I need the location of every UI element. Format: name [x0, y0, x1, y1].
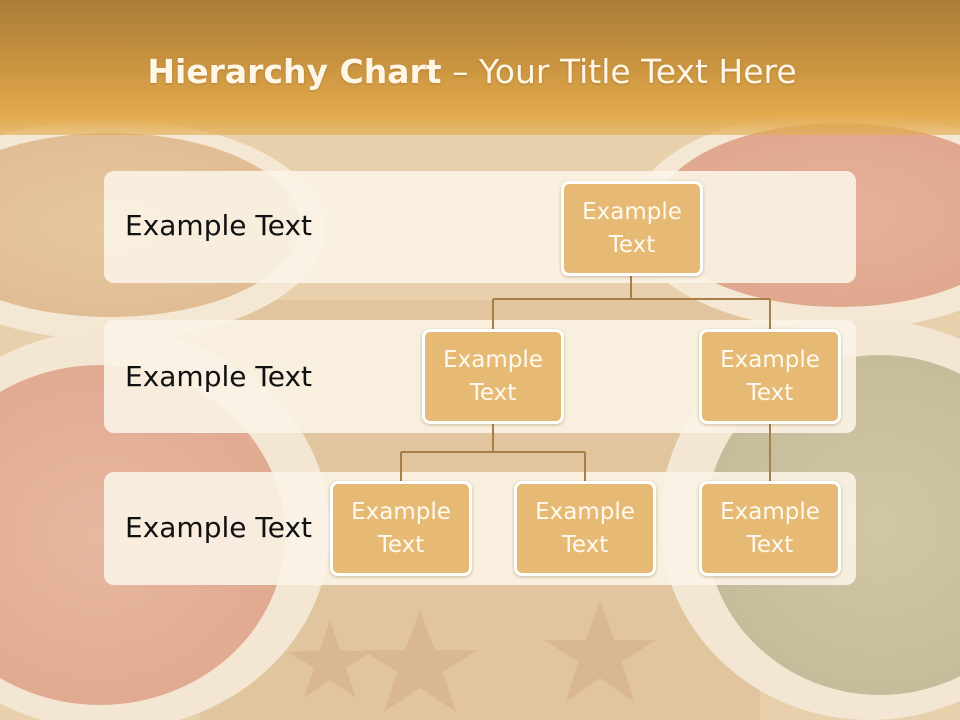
row-label-2: Example Text: [125, 360, 313, 393]
node-level3-a[interactable]: Example Text: [330, 481, 472, 576]
row-band-1: [104, 171, 856, 283]
node-level2-left[interactable]: Example Text: [422, 329, 564, 424]
node-level3-b[interactable]: Example Text: [514, 481, 656, 576]
node-level2-right[interactable]: Example Text: [699, 329, 841, 424]
node-level3-c[interactable]: Example Text: [699, 481, 841, 576]
node-root[interactable]: Example Text: [561, 181, 703, 276]
slide-title: Hierarchy Chart – Your Title Text Here: [0, 52, 944, 91]
title-rest-part: – Your Title Text Here: [441, 52, 797, 91]
title-band: [0, 0, 960, 135]
title-bold-part: Hierarchy Chart: [147, 52, 442, 91]
row-label-3: Example Text: [125, 511, 313, 544]
row-label-1: Example Text: [125, 209, 313, 242]
